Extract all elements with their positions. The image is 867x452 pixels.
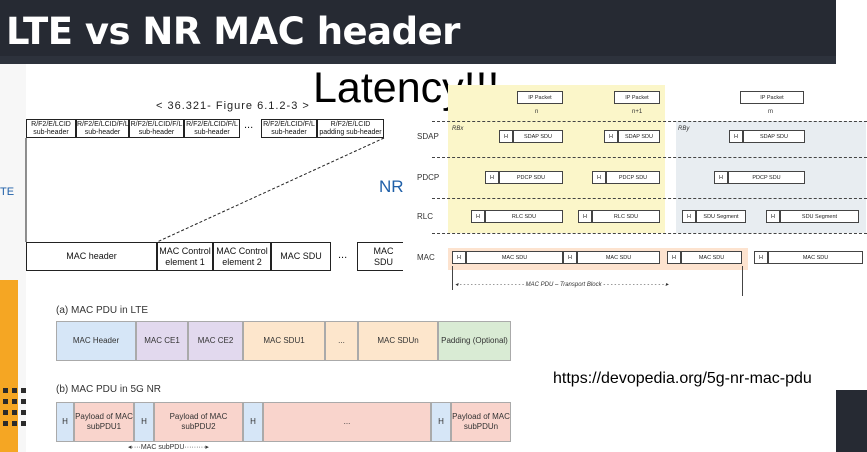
subheader-ellipsis: ... — [244, 119, 254, 131]
ip-packet-box: IP Packet — [740, 91, 804, 104]
rlc-sdu-segment: SDU Segment — [780, 210, 859, 223]
title-bar — [0, 0, 836, 64]
slide-title: LTE vs NR MAC header — [6, 10, 460, 53]
lte-side-label: TE — [0, 186, 15, 198]
rlc-sdu-segment: SDU Segment — [696, 210, 746, 223]
layer-divider — [432, 233, 867, 234]
layer-label-mac: MAC — [417, 253, 435, 262]
mac-header: H — [667, 251, 681, 264]
subpdu-span-label: ◂····MAC subPDU·········▸ — [128, 444, 209, 451]
mac-header: H — [563, 251, 577, 264]
rlc-header: H — [578, 210, 592, 223]
nr-payload-1: Payload of MAC subPDU1 — [74, 402, 134, 442]
pdcp-header: H — [714, 171, 728, 184]
pdcp-sdu: PDCP SDU — [499, 171, 563, 184]
mac-sdu: MAC SDU — [681, 251, 742, 264]
mac-ce1-cell: MAC Control element 1 — [157, 242, 213, 271]
mac-sdu-cell: MAC SDU — [271, 242, 331, 271]
sdap-header: H — [604, 130, 618, 143]
tb-bound-left — [452, 266, 453, 290]
pdcp-sdu: PDCP SDU — [606, 171, 660, 184]
pdcp-header: H — [592, 171, 606, 184]
nr-subheader-3: H — [243, 402, 263, 442]
nr-pdu-label: (b) MAC PDU in 5G NR — [56, 384, 162, 395]
sdap-header: H — [499, 130, 513, 143]
pdu-ellipsis-cell: ... — [325, 321, 358, 361]
layer-divider — [432, 121, 867, 122]
rlc-sdu: RLC SDU — [485, 210, 563, 223]
source-url: https://devopedia.org/5g-nr-mac-pdu — [553, 370, 812, 387]
mac-sdu-cell-last: MAC SDU — [357, 242, 403, 271]
ip-packet-box: IP Packet — [517, 91, 563, 104]
title-bar-shadow — [0, 56, 836, 64]
pdu-padding: Padding (Optional) — [438, 321, 511, 361]
lte-pdu-label: (a) MAC PDU in LTE — [56, 305, 149, 316]
figure-caption: < 36.321- Figure 6.1.2-3 > — [156, 100, 310, 112]
nr-subheader-n: H — [431, 402, 451, 442]
pdu-mac-header: MAC Header — [56, 321, 136, 361]
mac-sdu: MAC SDU — [768, 251, 863, 264]
rb-label: RBx — [452, 126, 464, 132]
tb-bound-right — [742, 266, 743, 296]
rbx-highlight-zone — [448, 85, 665, 233]
pdu-mac-ce1: MAC CE1 — [136, 321, 188, 361]
sdap-sdu: SDAP SDU — [743, 130, 805, 143]
rlc-header: H — [682, 210, 696, 223]
rb-label: RBy — [678, 126, 690, 132]
rlc-header: H — [471, 210, 485, 223]
nr-subheader-1: H — [56, 402, 74, 442]
mac-header-cell: MAC header — [26, 242, 157, 271]
rlc-sdu: RLC SDU — [592, 210, 660, 223]
packet-id: n — [535, 109, 539, 115]
mac-sdu: MAC SDU — [466, 251, 563, 264]
mac-header: H — [754, 251, 768, 264]
sdap-sdu: SDAP SDU — [513, 130, 563, 143]
rlc-header: H — [766, 210, 780, 223]
corner-decoration — [836, 390, 867, 452]
mac-sdu: MAC SDU — [577, 251, 660, 264]
packet-id: m — [768, 109, 773, 115]
nr-ellipsis-cell: ... — [263, 402, 431, 442]
sdap-sdu: SDAP SDU — [618, 130, 660, 143]
pdu-mac-sdun: MAC SDUn — [358, 321, 438, 361]
nr-payload-2: Payload of MAC subPDU2 — [154, 402, 243, 442]
ip-packet-box: IP Packet — [614, 91, 660, 104]
pdu-mac-ce2: MAC CE2 — [188, 321, 243, 361]
pdu-mac-sdu1: MAC SDU1 — [243, 321, 325, 361]
layer-divider — [432, 157, 867, 158]
pdcp-header: H — [485, 171, 499, 184]
mac-header: H — [452, 251, 466, 264]
pdu-ellipsis: ... — [338, 249, 348, 261]
transport-block-label: ◂ - - - - - - - - - - - - - - - - - - MA… — [455, 282, 669, 288]
sdap-header: H — [729, 130, 743, 143]
pdcp-sdu: PDCP SDU — [728, 171, 805, 184]
orange-accent-strip — [0, 280, 18, 452]
nr-payload-n: Payload of MAC subPDUn — [451, 402, 511, 442]
mac-ce2-cell: MAC Control element 2 — [213, 242, 271, 271]
nr-label: NR — [379, 177, 404, 196]
nr-subheader-2: H — [134, 402, 154, 442]
layer-label-rlc: RLC — [417, 212, 434, 221]
layer-label-pdcp: PDCP — [417, 173, 440, 182]
layer-label-sdap: SDAP — [417, 132, 439, 141]
packet-id: n+1 — [632, 109, 643, 115]
layer-divider — [432, 198, 867, 199]
